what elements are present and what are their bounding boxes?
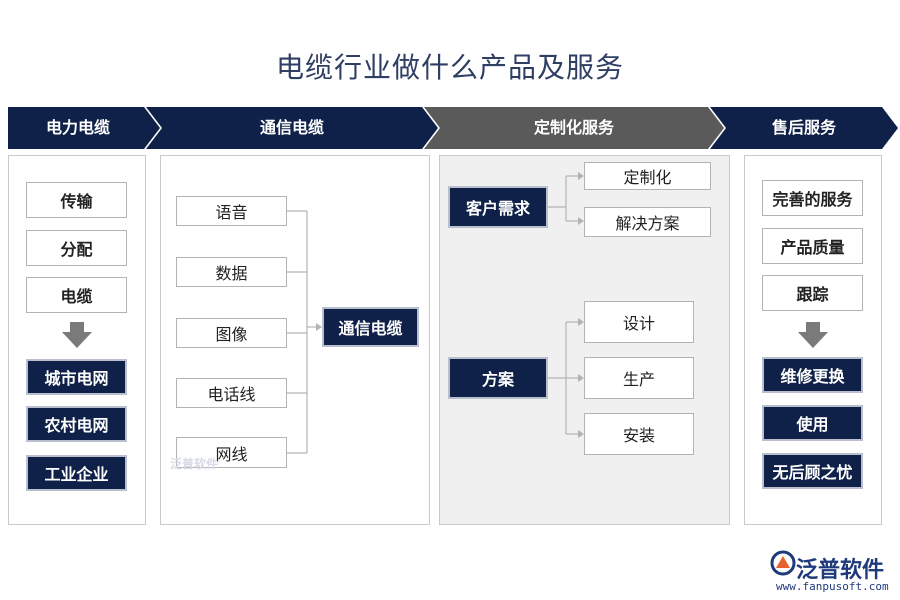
target-solution: 解决方案 [584, 207, 711, 237]
header-label: 电力电缆 [45, 118, 110, 137]
header-comm-cable: 通信电缆 [146, 107, 438, 149]
item-usage: 使用 [762, 405, 863, 441]
output-comm-cable: 通信电缆 [322, 307, 419, 347]
item-city-grid: 城市电网 [26, 359, 127, 395]
item-rural-grid: 农村电网 [26, 406, 127, 442]
target-customization: 定制化 [584, 162, 711, 190]
input-phone-line: 电话线 [176, 378, 287, 408]
page-title: 电缆行业做什么产品及服务 [275, 51, 624, 84]
chevron-shape [710, 107, 898, 149]
header-label: 通信电缆 [259, 118, 324, 137]
item-cable: 电缆 [26, 277, 127, 313]
item-transmission: 传输 [26, 182, 127, 218]
logo-name: 泛普软件 [796, 558, 885, 583]
item-tracking: 跟踪 [762, 275, 863, 311]
down-arrow-icon [62, 322, 92, 348]
target-design: 设计 [584, 301, 694, 343]
chevron-shape [424, 107, 724, 149]
item-complete-service: 完善的服务 [762, 180, 863, 216]
input-image: 图像 [176, 318, 287, 348]
header-custom-service: 定制化服务 [424, 107, 724, 149]
input-data: 数据 [176, 257, 287, 287]
header-after-sales: 售后服务 [710, 107, 898, 149]
target-installation: 安装 [584, 413, 694, 455]
header-power-cable: 电力电缆 [8, 107, 160, 149]
input-voice: 语音 [176, 196, 287, 226]
fanpu-logo-icon [770, 550, 796, 576]
header-label: 定制化服务 [533, 118, 614, 137]
item-industrial: 工业企业 [26, 455, 127, 491]
header-label: 售后服务 [771, 118, 836, 137]
item-distribution: 分配 [26, 230, 127, 266]
down-arrow-icon [798, 322, 828, 348]
source-customer-demand: 客户需求 [448, 186, 548, 228]
watermark-text: 泛普软件 [170, 457, 219, 471]
target-production: 生产 [584, 357, 694, 399]
chevron-shape [8, 107, 160, 149]
logo-url: www.fanpusoft.com [776, 580, 889, 593]
item-product-quality: 产品质量 [762, 228, 863, 264]
source-plan: 方案 [448, 357, 548, 399]
item-no-worries: 无后顾之忧 [762, 453, 863, 489]
chevron-shape [146, 107, 438, 149]
item-repair-replace: 维修更换 [762, 357, 863, 393]
input-network-line: 网线 [176, 437, 287, 468]
